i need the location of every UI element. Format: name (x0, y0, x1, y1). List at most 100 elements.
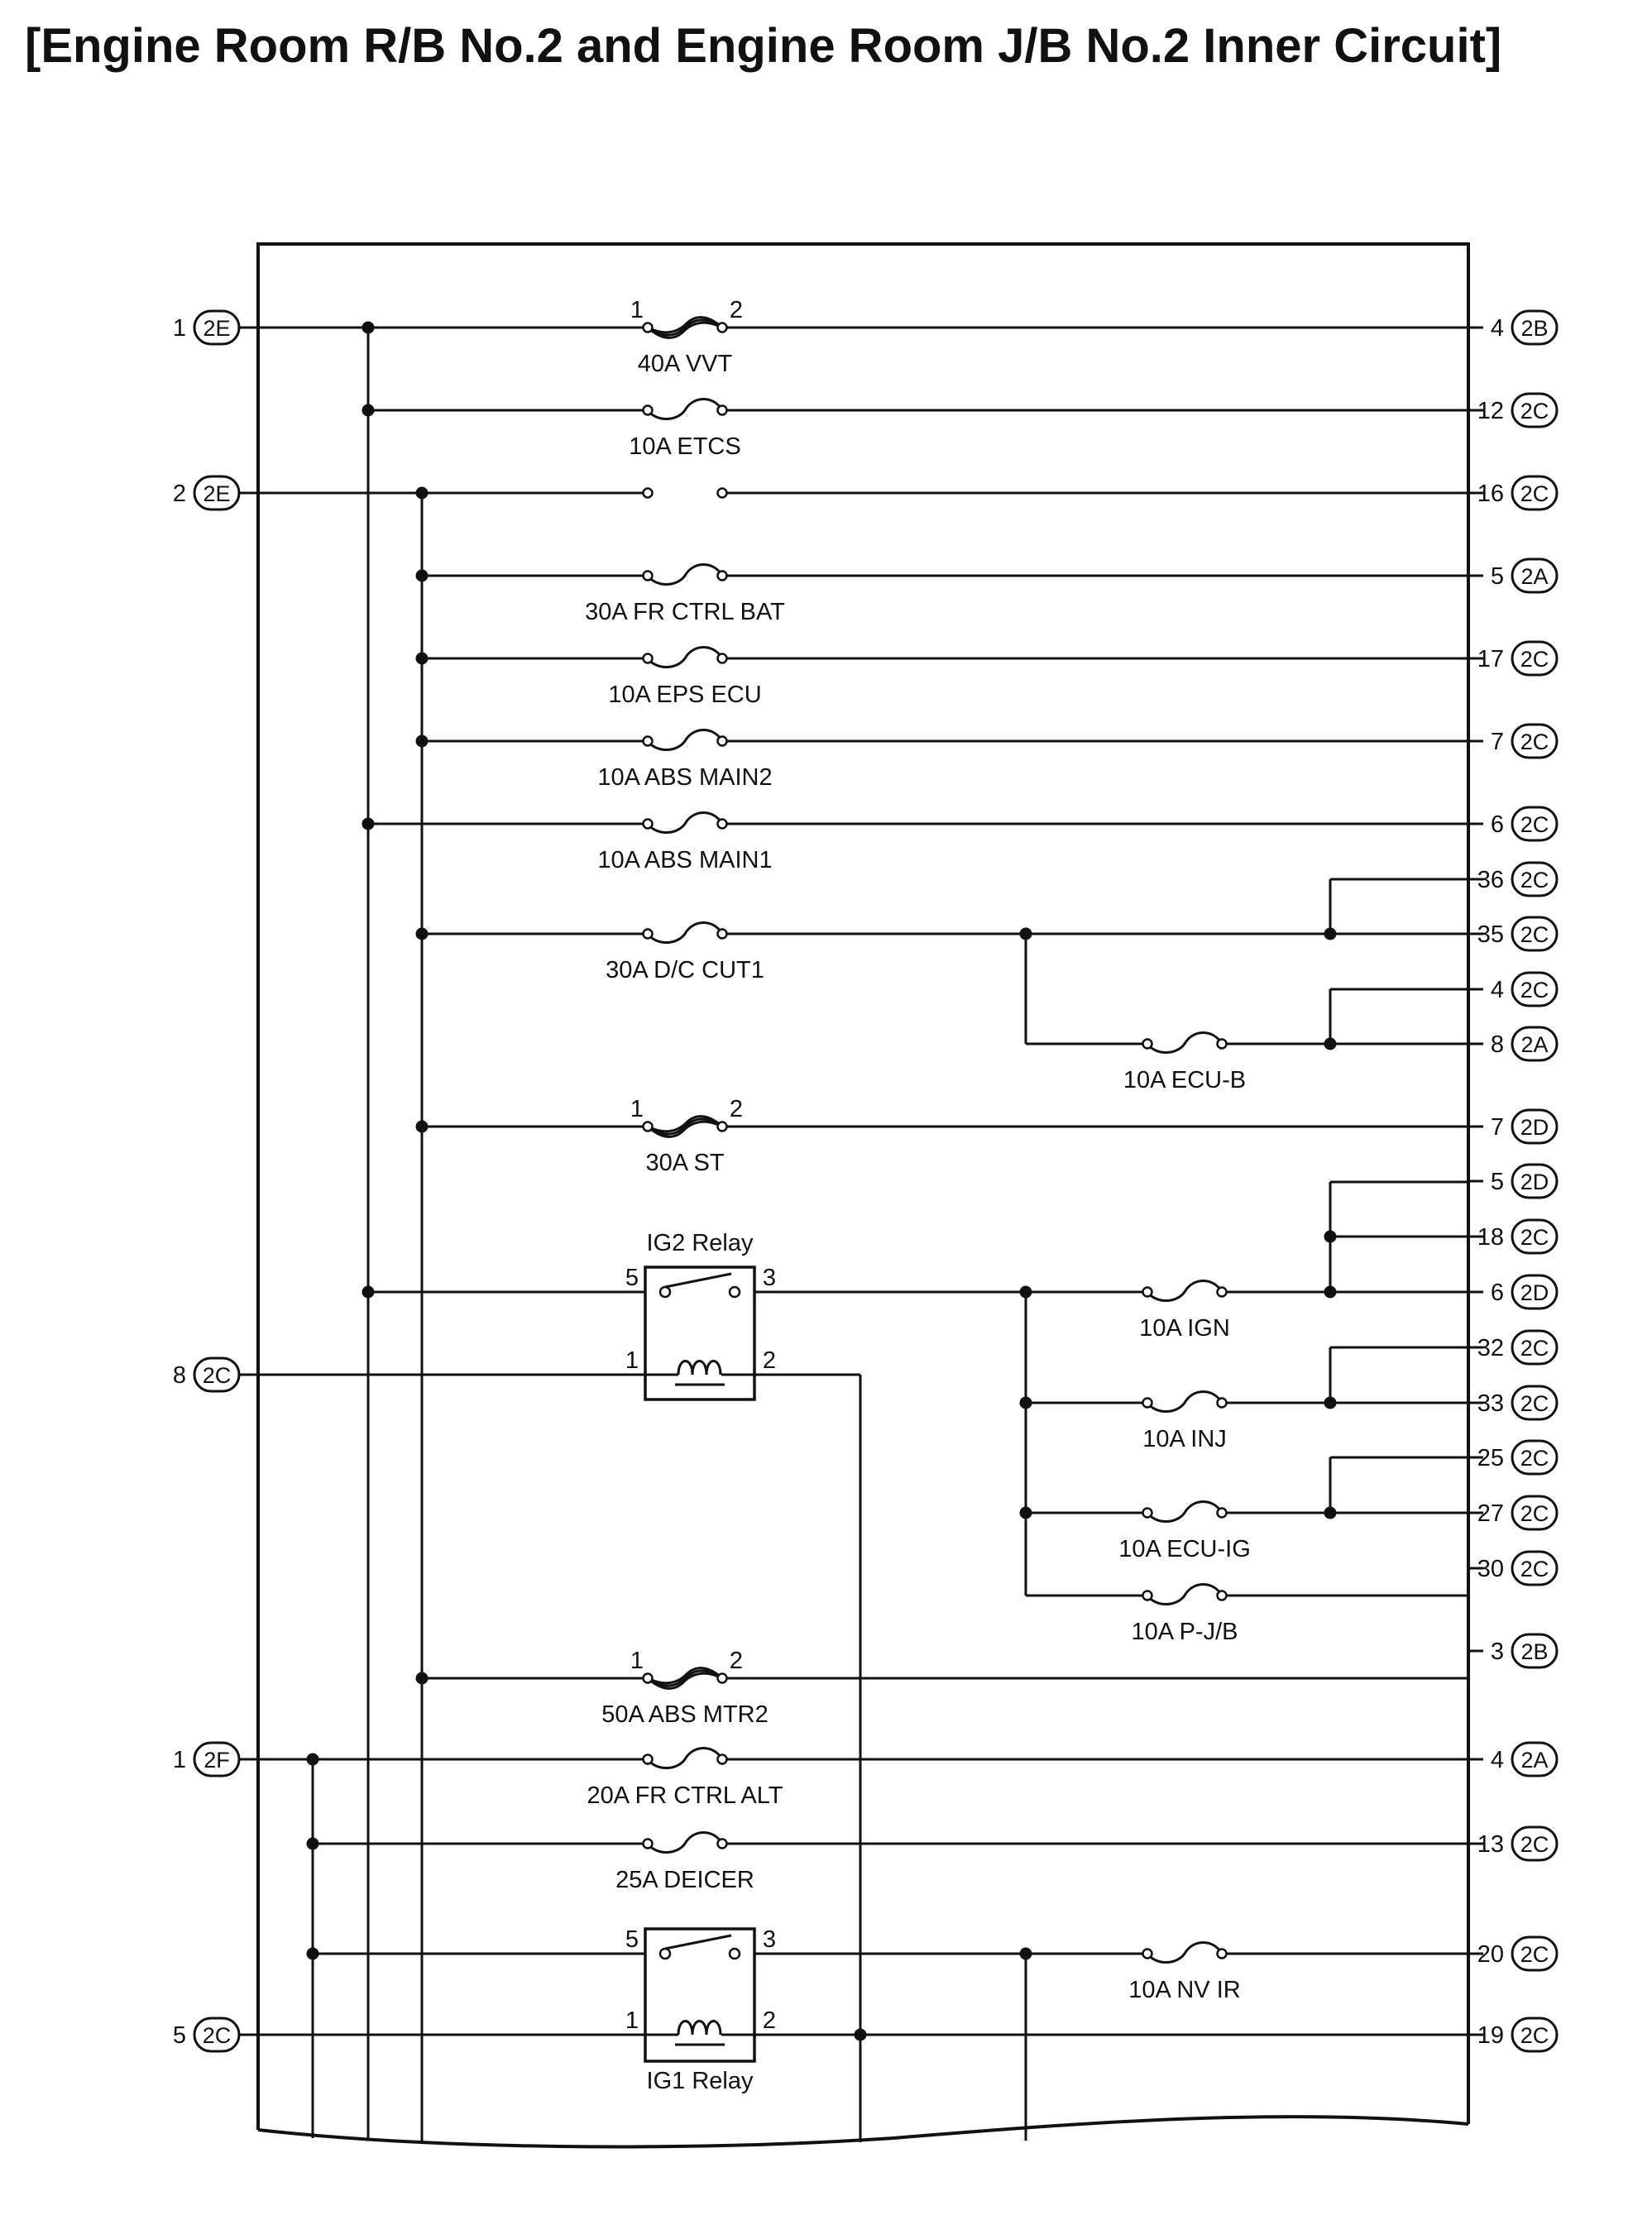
connector-id: 2C (1520, 1501, 1549, 1526)
junction-dot (1324, 1037, 1337, 1050)
connector-id: 2C (203, 2023, 232, 2048)
junction-dot (1019, 1285, 1032, 1299)
fuse-label: 50A ABS MTR2 (601, 1701, 769, 1728)
fusible-link-curve (646, 1120, 723, 1138)
fusible-link-curve (647, 1117, 723, 1136)
connector-capsule (1511, 1825, 1559, 1862)
connector-pin-number: 12 (1477, 398, 1504, 424)
fuse-terminal (716, 928, 728, 940)
junction-dot (306, 1837, 319, 1850)
fuse-label: 10A ECU-IG (1118, 1536, 1251, 1562)
connector-capsule (1511, 916, 1559, 952)
fuse-terminal (1142, 1507, 1153, 1519)
connector-id: 2C (1520, 978, 1549, 1002)
fuse-symbol (642, 316, 728, 339)
right-connector: 2B3 (1491, 1633, 1559, 1669)
right-connector: 2A4 (1491, 1741, 1559, 1777)
connector-id: 2D (1520, 1170, 1549, 1194)
connector-capsule (1511, 1633, 1559, 1669)
fuse-terminal (1142, 1397, 1153, 1409)
connector-capsule (1511, 1495, 1559, 1531)
relay-box (644, 1927, 756, 2063)
fuse-label: 20A FR CTRL ALT (587, 1782, 783, 1809)
connector-capsule (1511, 1218, 1559, 1255)
connector-pin-number: 1 (173, 315, 186, 342)
connector-id: 2C (1520, 1225, 1549, 1250)
fuse-label: 10A ETCS (629, 433, 740, 460)
fuse-terminal (1142, 1286, 1153, 1298)
fuse-symbol (642, 398, 728, 422)
fuse-label: 30A ST (645, 1150, 724, 1176)
connector-pin-number: 8 (1491, 1031, 1504, 1058)
connector-id: 2C (1520, 868, 1549, 892)
connector-capsule (1511, 309, 1559, 346)
relay-pin-label: 5 (625, 1926, 639, 1953)
fuse-pin-label: 1 (630, 297, 644, 323)
connector-pin-number: 4 (1491, 315, 1504, 342)
open-terminal (642, 487, 654, 499)
fuse-label: 10A ECU-B (1123, 1067, 1246, 1093)
relay-pin-label: 2 (763, 1347, 776, 1374)
relay (644, 1927, 756, 2063)
fusible-link-curve (647, 1115, 724, 1133)
relay-box (644, 1265, 756, 1401)
connector-id: 2D (1520, 1115, 1549, 1140)
fuse-curve (646, 646, 724, 668)
connector-pin-number: 5 (1491, 1169, 1504, 1195)
junction-dot (415, 734, 429, 748)
fuse-symbol (1142, 1390, 1228, 1414)
connector-capsule (1511, 806, 1559, 842)
fuse-label: 10A ABS MAIN1 (597, 847, 772, 873)
junction-dot (415, 1120, 429, 1133)
components (642, 316, 1228, 2063)
fuse-label: 10A ABS MAIN2 (597, 764, 772, 791)
connector-capsule (1511, 861, 1559, 897)
fusible-link-curve (646, 321, 723, 339)
junction-dot (415, 927, 429, 940)
fuse-terminal (642, 1754, 654, 1765)
fuse-terminal (1142, 1590, 1153, 1601)
right-connector: 2D 5 (1491, 1163, 1559, 1199)
fuse-symbol (642, 811, 728, 835)
fuse-symbol (642, 563, 728, 587)
fusible-link-curve (646, 1672, 723, 1690)
relay-contact (658, 1947, 672, 1960)
fuse-terminal (716, 1121, 728, 1132)
right-connector: 2C4 (1491, 971, 1559, 1007)
relay-coil (677, 1360, 722, 1376)
junction-dot (415, 569, 429, 582)
fuse-terminal (642, 570, 654, 581)
fuse-terminal (716, 570, 728, 581)
fuse-terminal (1216, 1590, 1228, 1601)
fuse-pin-label: 1 (630, 1648, 644, 1674)
connector-capsule (193, 309, 241, 346)
connector-capsule (1511, 1026, 1559, 1062)
fuse-terminal (716, 818, 728, 830)
connector-id: 2C (1520, 730, 1549, 754)
left-connector: 2E1 (173, 309, 241, 346)
fuse-label: 40A VVT (638, 351, 733, 377)
connector-capsule (1511, 475, 1559, 511)
fuse-terminal (716, 1672, 728, 1684)
fuse-terminal (1216, 1507, 1228, 1519)
fuse-terminal (716, 1754, 728, 1765)
relay-pin-label: 1 (625, 1347, 639, 1374)
connector-id: 2D (1520, 1280, 1549, 1305)
fuse-terminal (642, 735, 654, 747)
connector-pin-number: 25 (1477, 1445, 1504, 1471)
fuse-pin-label: 2 (730, 297, 743, 323)
relay (644, 1265, 756, 1401)
connector-id: 2C (1520, 2023, 1549, 2048)
connector-pin-number: 19 (1477, 2022, 1504, 2049)
fuse-terminal (716, 322, 728, 333)
fuse-curve (646, 1747, 724, 1769)
connector-capsule (1511, 2017, 1559, 2053)
fuse-terminal (1216, 1286, 1228, 1298)
